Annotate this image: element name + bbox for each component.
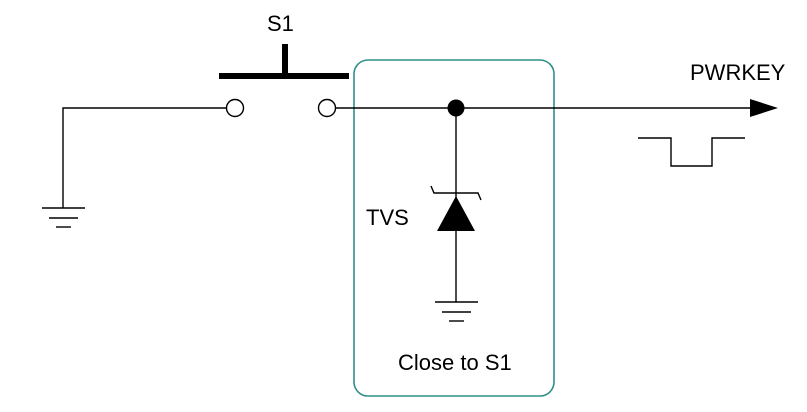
switch-s1 — [219, 44, 349, 118]
placement-note-label: Close to S1 — [398, 350, 512, 375]
placement-region-box — [353, 59, 555, 397]
tvs-diode — [430, 108, 482, 302]
tvs-cathode-bar — [430, 185, 482, 201]
tvs-ground-symbol — [435, 301, 478, 322]
switch-left-contact — [225, 98, 245, 118]
switch-right-contact — [317, 98, 337, 118]
switch-label: S1 — [267, 11, 294, 36]
tvs-triangle-icon — [437, 196, 475, 231]
tvs-label: TVS — [366, 205, 409, 230]
output-arrow-icon — [750, 99, 778, 117]
left-ground-symbol — [42, 207, 85, 228]
left-ground-wire — [62, 107, 226, 208]
pwrkey-pulse-waveform — [638, 137, 745, 167]
pwrkey-label: PWRKEY — [690, 60, 786, 85]
pwrkey-net-wire — [336, 99, 778, 117]
